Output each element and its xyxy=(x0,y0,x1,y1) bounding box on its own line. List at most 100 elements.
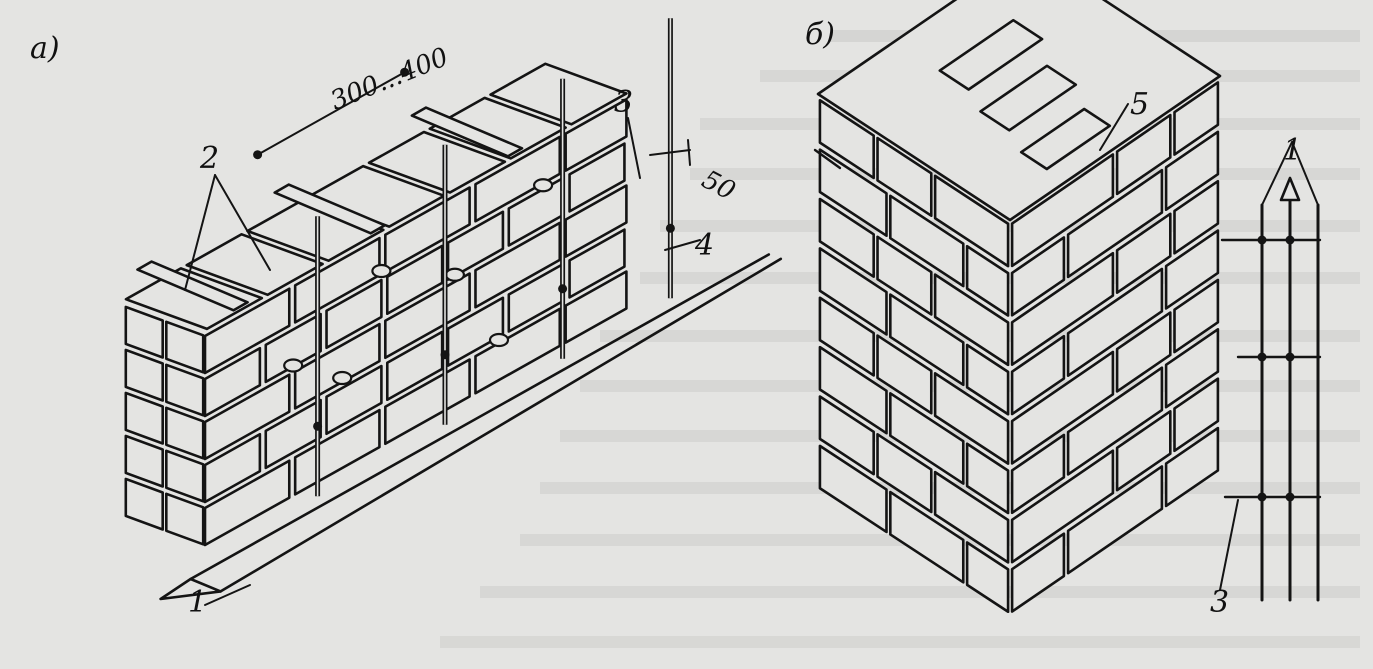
pillar-top-slot xyxy=(1019,107,1112,171)
brick-front-face xyxy=(446,210,505,281)
pillar-top-slot xyxy=(938,18,1044,91)
tie-joint xyxy=(1257,352,1267,362)
pillar-brick-left xyxy=(818,148,888,237)
brick-front-face xyxy=(385,330,444,402)
top-bar-middle xyxy=(273,183,387,235)
pillar-brick-left xyxy=(818,296,875,377)
panel-a-dimensions xyxy=(253,67,691,166)
pillar-brick-left xyxy=(876,136,933,218)
pillar-brick-right xyxy=(1010,449,1115,564)
brick-front-face xyxy=(325,364,383,436)
mortar-blob xyxy=(532,178,554,193)
brick-end-face xyxy=(124,477,164,531)
leader-callout-3 xyxy=(1219,499,1239,591)
brick-end-face xyxy=(124,391,164,445)
brick-top-face xyxy=(367,130,507,194)
brick-end-face xyxy=(165,406,205,460)
stake-tip xyxy=(159,577,222,601)
panel-b-guide-poles xyxy=(1220,176,1322,602)
pillar-brick-right xyxy=(1066,168,1164,279)
pillar-brick-right xyxy=(1173,179,1220,255)
brick-front-face xyxy=(568,228,626,299)
brick-front-face xyxy=(264,312,322,384)
dimension-extension xyxy=(687,139,691,166)
panel-a-dimension-width: 300...400 xyxy=(326,42,452,116)
pillar-brick-left xyxy=(889,392,965,485)
mortar-blob xyxy=(444,267,465,282)
pillar-brick-left xyxy=(876,433,933,514)
brick-front-face xyxy=(474,135,562,223)
panel-b-leader-lines xyxy=(813,103,1319,591)
brick-front-face xyxy=(564,98,628,172)
brick-front-face xyxy=(203,287,291,375)
pillar-brick-left xyxy=(818,197,875,278)
brick-end-face xyxy=(124,305,164,359)
mortar-blob xyxy=(332,370,353,386)
brick-front-face xyxy=(203,373,291,461)
brick-top-face xyxy=(428,96,567,160)
leader-callout-2b xyxy=(214,174,271,271)
pillar-brick-left xyxy=(876,334,933,415)
pillar-brick-right xyxy=(1010,251,1115,366)
tie-joint xyxy=(1285,492,1295,502)
top-bar-right xyxy=(410,106,524,158)
panel-a-brick-wall xyxy=(124,62,628,547)
leader-callout-4 xyxy=(664,239,701,251)
pillar-brick-right xyxy=(1173,278,1220,354)
leader-callout-1b xyxy=(1291,141,1319,206)
panel-a-leader-lines xyxy=(184,117,701,606)
panel-b-brick-pillar xyxy=(816,0,1222,614)
panel-b-pillar-masonry xyxy=(813,0,1322,614)
pillar-brick-left xyxy=(965,244,1010,317)
dimension-line-width xyxy=(256,71,406,156)
dimension-line-gap xyxy=(649,149,691,156)
pillar-brick-left xyxy=(889,490,965,584)
pillar-brick-right xyxy=(1164,229,1220,310)
tie-joint xyxy=(1257,492,1267,502)
pillar-brick-left xyxy=(933,470,1010,564)
panel-b-callout-1: 1 xyxy=(1283,133,1302,168)
brick-front-face xyxy=(568,142,626,213)
brick-front-face xyxy=(446,296,505,367)
ground-rail xyxy=(219,257,783,593)
pillar-brick-left xyxy=(965,343,1010,416)
pillar-brick-right xyxy=(1010,153,1115,268)
panel-b-callout-5: 5 xyxy=(1130,87,1149,122)
pillar-top-slot xyxy=(979,64,1078,132)
brick-front-face xyxy=(564,184,628,258)
pillar-brick-right xyxy=(1115,212,1172,294)
top-bar-left xyxy=(136,260,249,312)
pillar-brick-right xyxy=(1115,113,1172,196)
panel-a-wall-masonry xyxy=(124,18,783,606)
brick-front-face xyxy=(264,398,322,470)
pillar-brick-left xyxy=(965,541,1010,614)
panel-a-callout-3: 3 xyxy=(614,85,633,120)
panel-a-callout-1: 1 xyxy=(188,585,207,620)
tie-joint xyxy=(1285,352,1295,362)
pillar-brick-left xyxy=(933,273,1010,367)
pillar-brick-left xyxy=(876,235,933,316)
leader-callout-1a xyxy=(1261,141,1293,206)
brick-top-face xyxy=(489,62,628,126)
pillar-brick-left xyxy=(933,372,1010,465)
pole-clamp xyxy=(313,421,323,431)
dimension-tick xyxy=(400,67,410,77)
brick-end-face xyxy=(165,320,205,374)
pillar-brick-right xyxy=(1164,328,1220,409)
pole-tip xyxy=(1279,176,1301,202)
pillar-brick-right xyxy=(1066,465,1164,575)
pillar-brick-left xyxy=(818,98,875,180)
pillar-brick-right xyxy=(1010,350,1115,465)
brick-top-face xyxy=(124,267,264,331)
pillar-brick-right xyxy=(1115,410,1172,492)
pillar-brick-right xyxy=(1066,366,1164,476)
pillar-brick-left xyxy=(818,345,888,435)
panel-a-label: а) xyxy=(30,31,60,66)
pillar-guide-left xyxy=(813,148,842,170)
panel-b-callout-3: 3 xyxy=(1210,585,1229,620)
brick-end-face xyxy=(124,434,164,488)
brick-front-face xyxy=(385,244,444,316)
pillar-brick-left xyxy=(889,194,965,288)
